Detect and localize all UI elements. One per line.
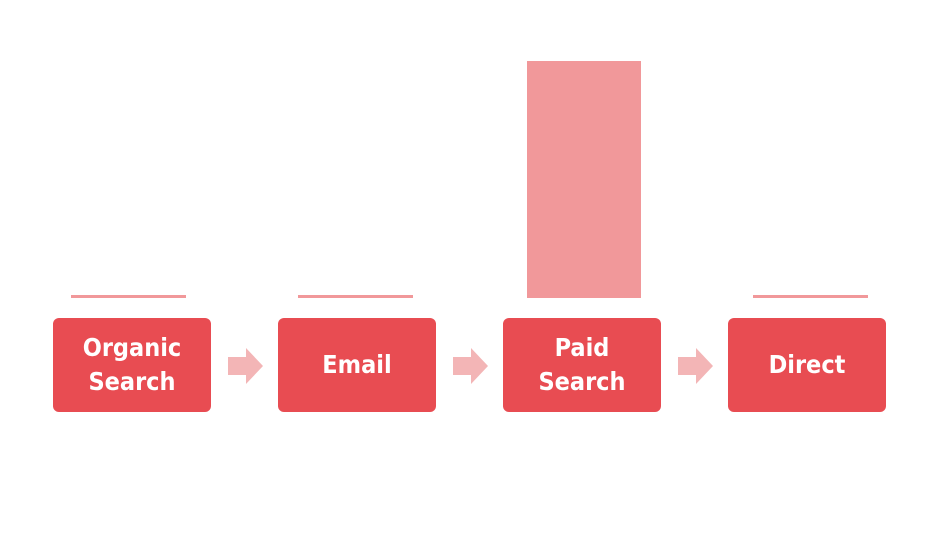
step-bar-paid-search: [527, 61, 641, 298]
step-label-direct: Direct: [768, 350, 846, 379]
right-arrow-icon: [453, 348, 488, 384]
step-bar-direct: [753, 295, 868, 298]
step-box-direct: Direct: [728, 318, 886, 412]
step-box-organic-search: Organic Search: [53, 318, 211, 412]
step-label-email: Email: [322, 350, 392, 379]
step-bar-email: [298, 295, 413, 298]
step-box-email: Email: [278, 318, 436, 412]
step-label-paid-search: Paid Search: [538, 333, 626, 396]
right-arrow-icon: [228, 348, 263, 384]
step-bar-organic-search: [71, 295, 186, 298]
step-label-organic-search: Organic Search: [82, 333, 182, 396]
step-box-paid-search: Paid Search: [503, 318, 661, 412]
right-arrow-icon: [678, 348, 713, 384]
